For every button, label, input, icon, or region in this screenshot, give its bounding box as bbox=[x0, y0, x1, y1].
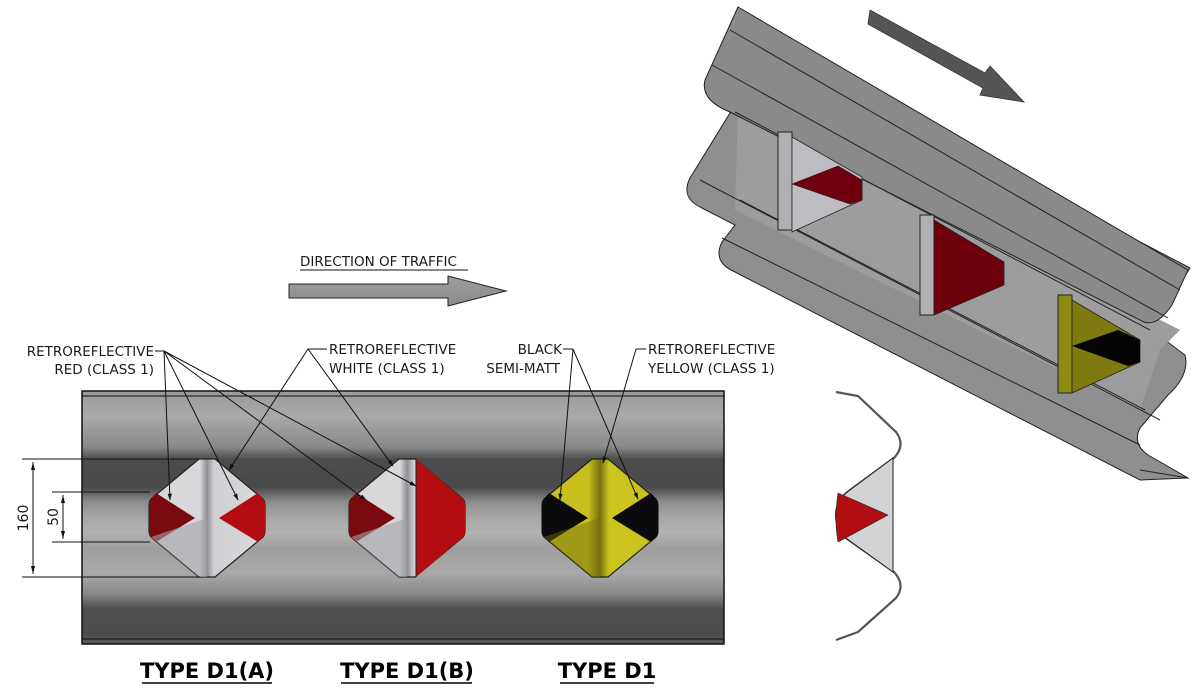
leader-white-1 bbox=[228, 348, 309, 471]
iso-delineator-1 bbox=[777, 131, 863, 233]
leader-red-4 bbox=[163, 350, 417, 487]
leader-yellow-1 bbox=[602, 348, 637, 464]
callout-black-line2: SEMI-MATT bbox=[486, 361, 560, 377]
callout-white-line1: RETROREFLECTIVE bbox=[329, 342, 456, 358]
callout-white: RETROREFLECTIVE WHITE (CLASS 1) bbox=[228, 342, 456, 471]
callout-yellow-line2: YELLOW (CLASS 1) bbox=[647, 361, 775, 377]
type-label-d1a: TYPE D1(A) bbox=[140, 659, 274, 683]
callout-yellow-line1: RETROREFLECTIVE bbox=[648, 342, 775, 358]
callout-white-line2: WHITE (CLASS 1) bbox=[329, 361, 445, 377]
type-labels: TYPE D1(A) TYPE D1(B) TYPE D1 bbox=[140, 659, 657, 684]
leader-red-1 bbox=[163, 350, 172, 501]
type-label-d1b: TYPE D1(B) bbox=[340, 659, 474, 683]
traffic-direction-label: DIRECTION OF TRAFFIC bbox=[300, 254, 457, 270]
iso-delineator-2 bbox=[919, 214, 1005, 316]
rail-cross-section bbox=[834, 390, 902, 642]
dimension-160-label: 160 bbox=[16, 505, 32, 532]
leader-black-2 bbox=[572, 348, 639, 500]
leader-red-3 bbox=[163, 350, 367, 501]
callout-red: RETROREFLECTIVE RED (CLASS 1) bbox=[27, 344, 417, 501]
dimension-lines: 160 50 bbox=[16, 458, 200, 578]
delineator-type-d1 bbox=[541, 458, 659, 578]
traffic-arrow bbox=[288, 275, 508, 307]
callout-red-line1: RETROREFLECTIVE bbox=[27, 344, 154, 360]
delineator-type-d1a bbox=[148, 458, 266, 578]
type-label-d1: TYPE D1 bbox=[558, 659, 657, 683]
leader-black-1 bbox=[558, 348, 574, 501]
isometric-rail-view bbox=[686, 6, 1191, 481]
rail-top-flange bbox=[703, 6, 1189, 324]
leader-white-2 bbox=[307, 348, 394, 467]
callout-black: BLACK SEMI-MATT bbox=[486, 342, 639, 501]
iso-delineator-3 bbox=[1057, 294, 1141, 394]
delineator-type-d1b bbox=[348, 458, 466, 578]
iso-traffic-arrow bbox=[867, 9, 1026, 103]
traffic-direction: DIRECTION OF TRAFFIC bbox=[288, 254, 508, 307]
dimension-50-label: 50 bbox=[46, 508, 62, 526]
callout-yellow: RETROREFLECTIVE YELLOW (CLASS 1) bbox=[602, 342, 775, 464]
callout-black-line1: BLACK bbox=[518, 342, 564, 358]
callout-red-line2: RED (CLASS 1) bbox=[54, 362, 154, 378]
leader-red-2 bbox=[163, 350, 239, 501]
